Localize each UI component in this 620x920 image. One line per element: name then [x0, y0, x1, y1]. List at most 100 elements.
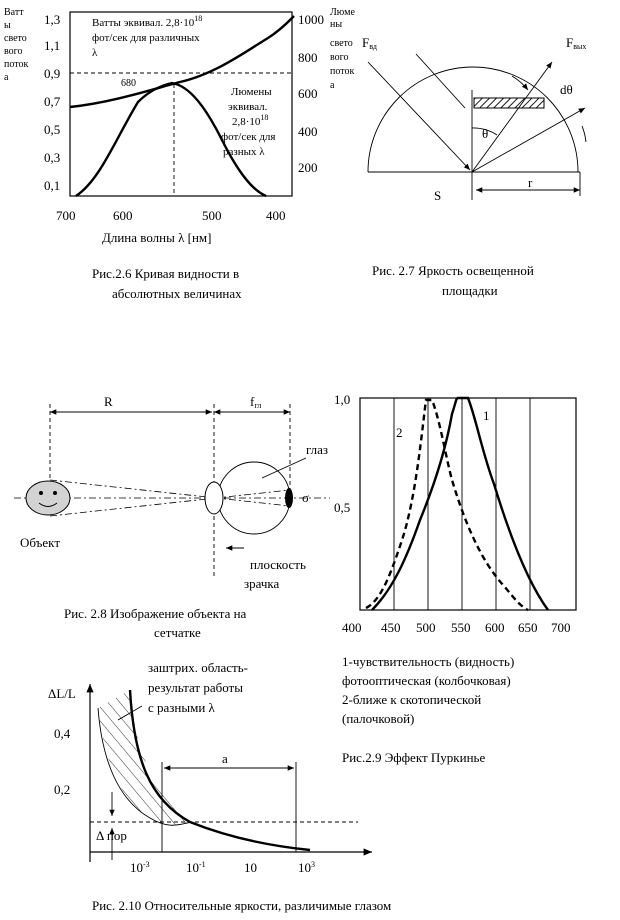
- fig26-lumens-label-line-5: разных λ: [223, 146, 265, 158]
- fig210-lower-curve: [97, 707, 193, 826]
- fig29-y-tick: 0,5: [334, 500, 350, 515]
- fig29-x-tick: 650: [518, 620, 538, 635]
- fig28-caption-line-2: сетчатке: [154, 625, 201, 640]
- fig28-pupil-label-line-2: зрачка: [244, 576, 280, 591]
- fig26-lumens-label-line-3: 2,8·1018: [232, 113, 268, 128]
- fig26-x-tick: 700: [56, 208, 76, 223]
- fig26-left-tick: 0,1: [44, 178, 60, 193]
- fig28-eye-label: глаз: [306, 442, 328, 457]
- fig210-caption: Рис. 2.10 Относительные яркости, различи…: [92, 898, 391, 913]
- fig210-hatch-label-line-1: заштрих. область-: [148, 660, 248, 675]
- fig210-x-tick: 10-1: [186, 860, 206, 875]
- figure-2-8: R fгл глаз σ Объект плоскость зрачка Рис…: [14, 394, 330, 640]
- fig29-y-tick: 1,0: [334, 392, 350, 407]
- fig210-y-tick: 0,2: [54, 782, 70, 797]
- fig29-legend-line-1: 1-чувствительность (видность): [342, 654, 514, 669]
- figure-2-6: Ватт ы свето вого поток а 1,3 1,1 0,9 0,…: [4, 7, 324, 301]
- fig210-x-tick: 10: [244, 860, 257, 875]
- fig27-caption-line-1: Рис. 2.7 Яркость освещенной: [372, 263, 534, 278]
- fig28-object-mouth: [38, 502, 58, 507]
- fig26-right-tick: 800: [298, 50, 318, 65]
- fig26-lumens-label-line-4: фот/сек для: [221, 131, 275, 143]
- fig27-r-label: r: [528, 175, 533, 190]
- fig26-left-title-line-1: Ватт: [4, 7, 24, 18]
- fig28-retina-image: [285, 488, 293, 508]
- fig27-left-title-line-2: ны: [330, 19, 342, 30]
- fig27-left-title-line-4: вого: [330, 52, 349, 63]
- fig29-legend-line-4: (палочковой): [342, 711, 414, 726]
- fig26-left-title-line-5: поток: [4, 59, 28, 70]
- fig27-left-title-line-3: свето: [330, 38, 353, 49]
- fig28-r-label: R: [104, 394, 113, 409]
- fig28-ray-upper: [49, 479, 291, 507]
- fig26-watts-label-line-1: Ватты эквивал. 2,8·1018: [92, 14, 202, 29]
- fig28-object-label: Объект: [20, 535, 60, 550]
- fig26-watts-label-line-3: λ: [92, 47, 98, 59]
- fig210-hatch-label-line-2: результат работы: [148, 680, 243, 695]
- fig27-left-title: Люме ны свето вого поток а: [330, 7, 355, 91]
- fig210-y-tick: 0,4: [54, 726, 71, 741]
- fig26-x-label: Длина волны λ [нм]: [102, 230, 212, 245]
- fig26-plot-frame: [69, 11, 293, 197]
- fig29-x-tick: 550: [451, 620, 471, 635]
- fig26-right-tick: 1000: [298, 12, 324, 27]
- fig28-sigma-label: σ: [302, 490, 309, 505]
- fig26-left-title-line-2: ы: [4, 20, 11, 31]
- fig26-lumens-label-line-1: Люмены: [231, 86, 272, 98]
- fig29-legend-line-2: фотооптическая (колбочковая): [342, 673, 511, 688]
- fig27-left-title-line-6: а: [330, 80, 335, 91]
- fig29-x-tick: 500: [416, 620, 436, 635]
- fig26-left-title: Ватт ы свето вого поток а: [4, 7, 28, 83]
- fig29-caption: Рис.2.9 Эффект Пуркинье: [342, 750, 485, 765]
- fig27-hemisphere: [367, 66, 579, 173]
- fig210-x-ticks: 10-3 10-1 10 103: [130, 860, 315, 875]
- fig210-x-tick: 10-3: [130, 860, 150, 875]
- fig26-left-title-line-4: вого: [4, 46, 23, 57]
- fig26-left-title-line-6: а: [4, 72, 9, 83]
- fig210-threshold-label: Δ пор: [96, 828, 127, 843]
- fig27-f-in-label: Fвд: [362, 35, 377, 51]
- fig29-x-tick: 700: [551, 620, 571, 635]
- fig29-curve-2-label: 2: [396, 425, 403, 440]
- fig26-right-tick: 400: [298, 124, 318, 139]
- fig28-object-eye-left: [39, 491, 43, 495]
- fig27-incident-arrow: [367, 61, 471, 171]
- fig210-hatched-region: [98, 690, 192, 826]
- fig27-side-arc: [581, 125, 587, 143]
- fig27-theta-arc: [471, 127, 498, 136]
- fig29-x-ticks: 400 450 500 550 600 650 700: [342, 620, 571, 635]
- fig26-x-tick: 500: [202, 208, 222, 223]
- fig29-curve-1-label: 1: [483, 408, 490, 423]
- fig210-x-tick: 103: [298, 860, 315, 875]
- fig27-caption-line-2: площадки: [442, 283, 498, 298]
- fig26-lumens-curve: [75, 81, 267, 198]
- fig27-reflected-arrow: [471, 61, 553, 173]
- fig26-right-ticks: 1000 800 600 400 200: [298, 12, 324, 175]
- fig26-watts-label-line-2: фот/сек для различных: [92, 32, 200, 44]
- fig27-reflected-arrow-2: [471, 107, 586, 173]
- fig26-caption-line-1: Рис.2.6 Кривая видности в: [92, 266, 239, 281]
- fig26-watts-curve: [69, 15, 295, 109]
- fig28-object-eye-right: [53, 491, 57, 495]
- fig210-hatch-label-line-3: с разными λ: [148, 700, 216, 715]
- fig27-dtheta-label: dθ: [560, 82, 573, 97]
- fig27-f-out-label: Fвых: [566, 35, 586, 51]
- fig26-x-tick: 600: [113, 208, 133, 223]
- fig26-left-ticks: 1,3 1,1 0,9 0,7 0,5 0,3 0,1: [44, 12, 61, 193]
- figure-2-10: ΔL/L 0,4 0,2 Δ пор a заштрих. область- р…: [48, 660, 391, 913]
- fig27-left-title-line-1: Люме: [330, 7, 355, 18]
- fig27-s-label: S: [434, 188, 441, 203]
- fig26-left-title-line-3: свето: [4, 33, 27, 44]
- fig26-left-tick: 1,1: [44, 38, 60, 53]
- fig210-a-label: a: [222, 751, 228, 766]
- fig28-f-label: fгл: [250, 394, 261, 410]
- fig27-theta-label: θ: [482, 126, 488, 141]
- fig26-left-tick: 0,9: [44, 66, 60, 81]
- fig26-left-tick: 0,3: [44, 150, 60, 165]
- fig29-x-tick: 450: [381, 620, 401, 635]
- fig26-left-tick: 0,7: [44, 94, 61, 109]
- fig26-peak-label: 680: [121, 78, 136, 89]
- fig27-incident-ray-2: [415, 53, 466, 109]
- fig28-lens: [204, 481, 224, 515]
- fig27-left-title-line-5: поток: [330, 66, 354, 77]
